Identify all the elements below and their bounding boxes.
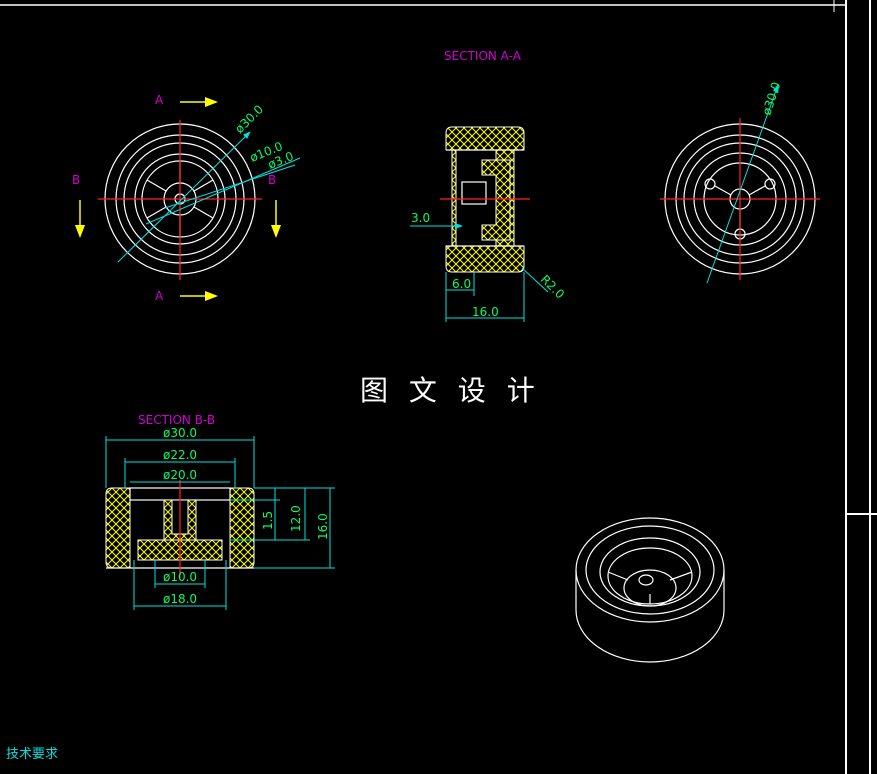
section-a-view: SECTION A-A 3.0 6.0 16.0 R2.0 [410,49,567,322]
section-b-dim-h12: 12.0 [289,505,303,532]
section-b-dim-d20: ø20.0 [163,468,197,482]
front-marker-a-top: A [155,93,164,107]
section-a-dim-16: 16.0 [472,305,499,319]
section-b-dim-d18: ø18.0 [163,592,197,606]
right-view: ø30.0 [660,80,820,284]
front-dim-d30: ø30.0 [232,102,266,136]
section-a-dim-3: 3.0 [411,211,430,225]
section-a-label: SECTION A-A [444,49,522,63]
section-a-dim-6: 6.0 [452,277,471,291]
front-marker-b-left: B [72,173,80,187]
tech-notes-heading: 技术要求 [6,747,58,762]
section-b-dim-d30: ø30.0 [163,426,197,440]
section-b-dim-d22: ø22.0 [163,448,197,462]
front-marker-a-bottom: A [155,289,164,303]
section-b-dim-h16: 16.0 [316,513,330,540]
isometric-view [575,517,725,663]
section-b-view: SECTION B-B ø30.0 ø22.0 ø20.0 ø10. [105,413,335,610]
drawing-title: 图 文 设 计 [360,374,541,407]
section-b-dim-d10: ø10.0 [163,570,197,584]
front-view: A A B B ø30.0 ø10.0 ø3.0 [72,93,301,303]
section-b-label: SECTION B-B [138,413,215,427]
right-dim-d30: ø30.0 [760,80,784,117]
section-b-dim-h15: 1.5 [261,511,275,530]
front-marker-b-right: B [268,173,276,187]
